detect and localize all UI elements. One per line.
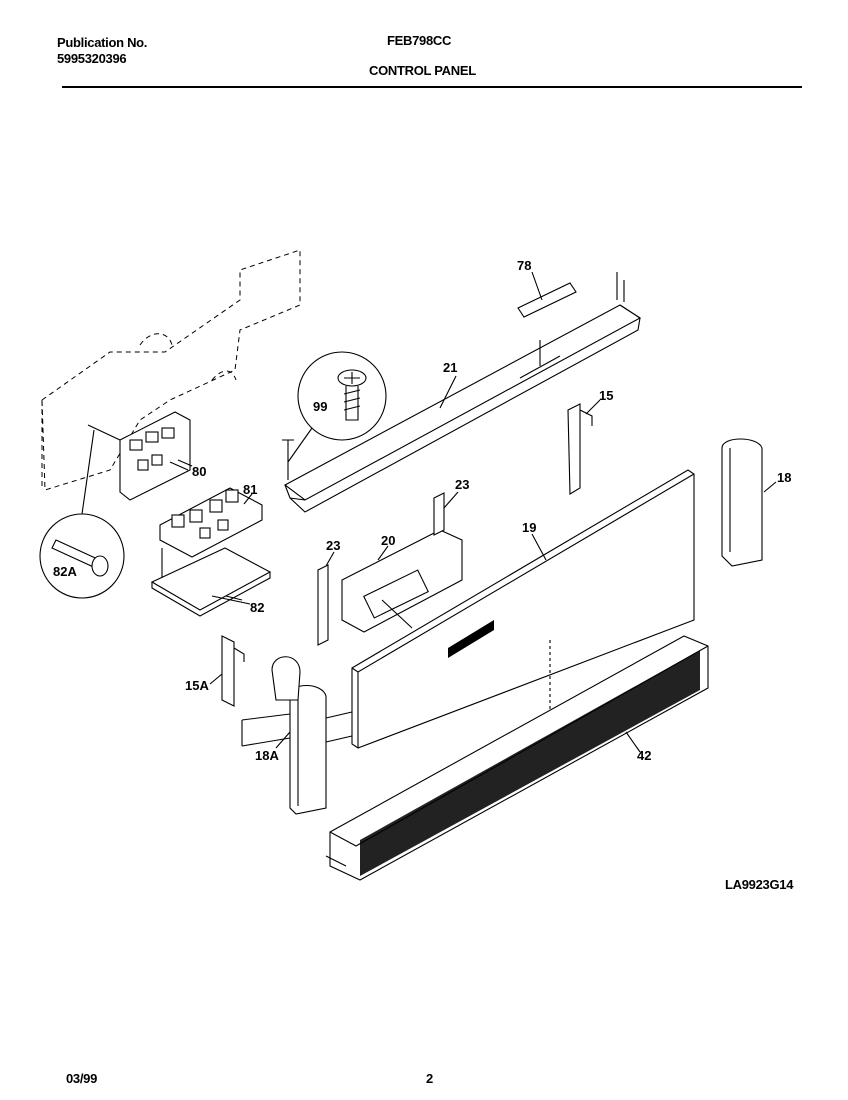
callout-15: 15 xyxy=(599,388,613,403)
callout-21: 21 xyxy=(443,360,457,375)
page-number: 2 xyxy=(426,1071,433,1086)
end-cap-18 xyxy=(721,438,763,567)
callout-18: 18 xyxy=(777,470,791,485)
relay-board-81 xyxy=(159,487,263,558)
mounting-bracket-82 xyxy=(150,547,272,617)
bracket-15 xyxy=(567,403,593,495)
callout-42: 42 xyxy=(637,748,651,763)
screw-99-detail xyxy=(287,351,387,463)
header-rule xyxy=(62,86,802,88)
callout-18a: 18A xyxy=(255,748,279,763)
callout-78: 78 xyxy=(517,258,531,273)
side-bracket-23-left xyxy=(317,564,329,646)
callout-15a: 15A xyxy=(185,678,209,693)
callout-20: 20 xyxy=(381,533,395,548)
callout-80: 80 xyxy=(192,464,206,479)
callout-81: 81 xyxy=(243,482,257,497)
callout-82: 82 xyxy=(250,600,264,615)
publication-number: 5995320396 xyxy=(57,51,127,66)
glass-panel-19 xyxy=(351,469,695,749)
drawing-code: LA9923G14 xyxy=(725,877,794,892)
connector-82a-detail xyxy=(39,429,125,599)
rear-panel-outline xyxy=(41,249,301,491)
callout-23-right: 23 xyxy=(455,477,469,492)
footer-date: 03/99 xyxy=(66,1071,98,1086)
model-number: FEB798CC xyxy=(387,33,452,48)
callout-19: 19 xyxy=(522,520,536,535)
section-title: CONTROL PANEL xyxy=(369,63,476,78)
publication-label: Publication No. xyxy=(57,35,148,50)
clip-78 xyxy=(517,282,577,318)
side-bracket-23-right xyxy=(433,492,445,536)
bracket-15a xyxy=(221,635,245,707)
bottom-trim-42 xyxy=(325,635,709,881)
callout-82a: 82A xyxy=(53,564,77,579)
control-board-80 xyxy=(87,411,191,501)
callout-99: 99 xyxy=(313,399,327,414)
display-module-20 xyxy=(341,529,463,633)
callout-23-left: 23 xyxy=(326,538,340,553)
end-cap-18a xyxy=(241,656,353,815)
leader-lines xyxy=(177,271,777,753)
callout-labels: 78 21 15 99 80 81 23 18 20 23 19 82A 82 … xyxy=(53,258,791,763)
top-trim-21 xyxy=(282,272,642,513)
